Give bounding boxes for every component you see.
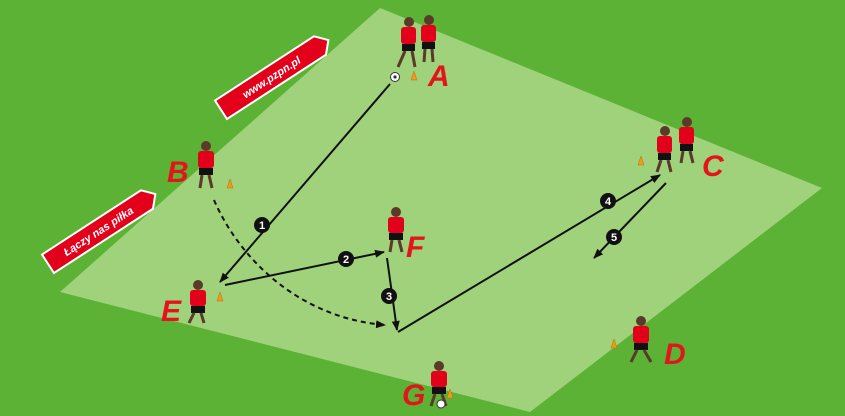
label-d: D bbox=[664, 338, 686, 371]
pass-number-4: 4 bbox=[600, 193, 616, 209]
pass-number-2: 2 bbox=[338, 251, 354, 267]
pass-line-4 bbox=[397, 174, 661, 333]
cones bbox=[216, 70, 645, 399]
player-a-2 bbox=[421, 15, 436, 63]
svg-text:1: 1 bbox=[259, 220, 265, 232]
player-b bbox=[198, 141, 214, 189]
pass-line-5 bbox=[593, 182, 667, 259]
cone-c bbox=[637, 155, 645, 166]
svg-text:3: 3 bbox=[386, 291, 392, 303]
pass-number-3: 3 bbox=[381, 288, 397, 304]
ball-g-icon bbox=[436, 399, 446, 409]
player-e bbox=[187, 280, 206, 324]
player-c-1 bbox=[655, 126, 673, 173]
cone-a bbox=[410, 70, 418, 81]
pass-line-1 bbox=[219, 83, 391, 283]
svg-text:2: 2 bbox=[343, 254, 349, 266]
label-f: F bbox=[406, 231, 425, 264]
pass-numbers: 1 2 3 4 5 bbox=[254, 193, 622, 304]
label-b: B bbox=[167, 156, 189, 189]
pass-line-2 bbox=[224, 249, 385, 286]
player-c-2 bbox=[679, 117, 695, 164]
player-f bbox=[388, 207, 404, 253]
cone-e bbox=[216, 291, 224, 302]
players bbox=[187, 15, 695, 407]
label-a: A bbox=[427, 60, 450, 93]
cone-d bbox=[610, 338, 618, 349]
run-path-b bbox=[213, 199, 386, 329]
cone-g bbox=[446, 388, 454, 399]
player-g bbox=[429, 361, 448, 407]
svg-text:4: 4 bbox=[605, 196, 612, 208]
training-area bbox=[60, 8, 822, 412]
pass-number-5: 5 bbox=[606, 229, 622, 245]
pass-number-1: 1 bbox=[254, 217, 270, 233]
label-g: G bbox=[402, 379, 425, 412]
player-a-1 bbox=[396, 17, 417, 68]
player-d bbox=[629, 316, 653, 363]
player-labels: A B C D E F G bbox=[161, 60, 725, 412]
label-c: C bbox=[702, 150, 725, 183]
ball-icon bbox=[390, 72, 400, 82]
svg-text:5: 5 bbox=[611, 232, 617, 244]
cone-b bbox=[226, 178, 234, 189]
label-e: E bbox=[161, 295, 182, 328]
